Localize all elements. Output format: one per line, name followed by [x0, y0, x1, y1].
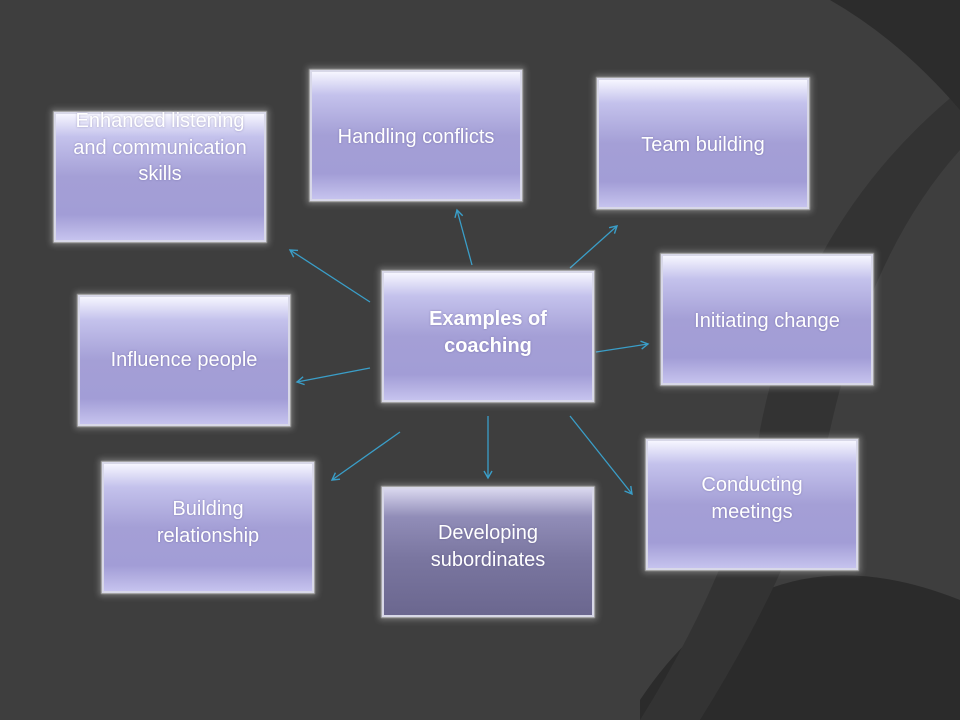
- node-developing-subordinates: Developing subordinates: [382, 487, 594, 617]
- arrow-to-change: [595, 340, 650, 353]
- node-influence-people: Influence people: [78, 295, 290, 426]
- center-label: Examples of coaching: [429, 307, 547, 357]
- node-enhanced-listening: Enhanced listening and communication ski…: [54, 110, 266, 242]
- node-initiating-change: Initiating change: [661, 254, 873, 385]
- arrow-to-meetings: [569, 415, 633, 496]
- node-conducting-meetings-label: Conducting meetings: [701, 473, 803, 523]
- background-corner: [830, 0, 960, 110]
- node-conducting-meetings: Conducting meetings: [646, 439, 858, 570]
- background-swoosh: [640, 0, 960, 720]
- node-team-building-label: Team building: [641, 134, 765, 156]
- arrow-to-conflicts: [454, 208, 473, 266]
- node-handling-conflicts: Handling conflicts: [310, 70, 522, 201]
- node-building-relationship: Building relationship: [102, 462, 314, 593]
- background-swoosh-band: [640, 90, 960, 720]
- node-developing-subordinates-label: Developing subordinates: [430, 522, 546, 571]
- node-examples-of-coaching: Examples of coaching: [382, 271, 594, 402]
- arrow-to-listening: [288, 249, 371, 303]
- arrow-to-influence: [295, 367, 371, 386]
- node-initiating-change-label: Initiating change: [694, 310, 840, 332]
- node-team-building: Team building: [597, 78, 809, 209]
- node-influence-people-label: Influence people: [110, 349, 258, 372]
- arrow-to-team: [569, 225, 619, 269]
- node-handling-conflicts-label: Handling conflicts: [337, 126, 495, 148]
- arrow-to-relationship: [330, 431, 401, 481]
- node-enhanced-listening-label: Enhanced listening and communication ski…: [73, 110, 247, 186]
- node-building-relationship-label: Building relationship: [156, 497, 260, 547]
